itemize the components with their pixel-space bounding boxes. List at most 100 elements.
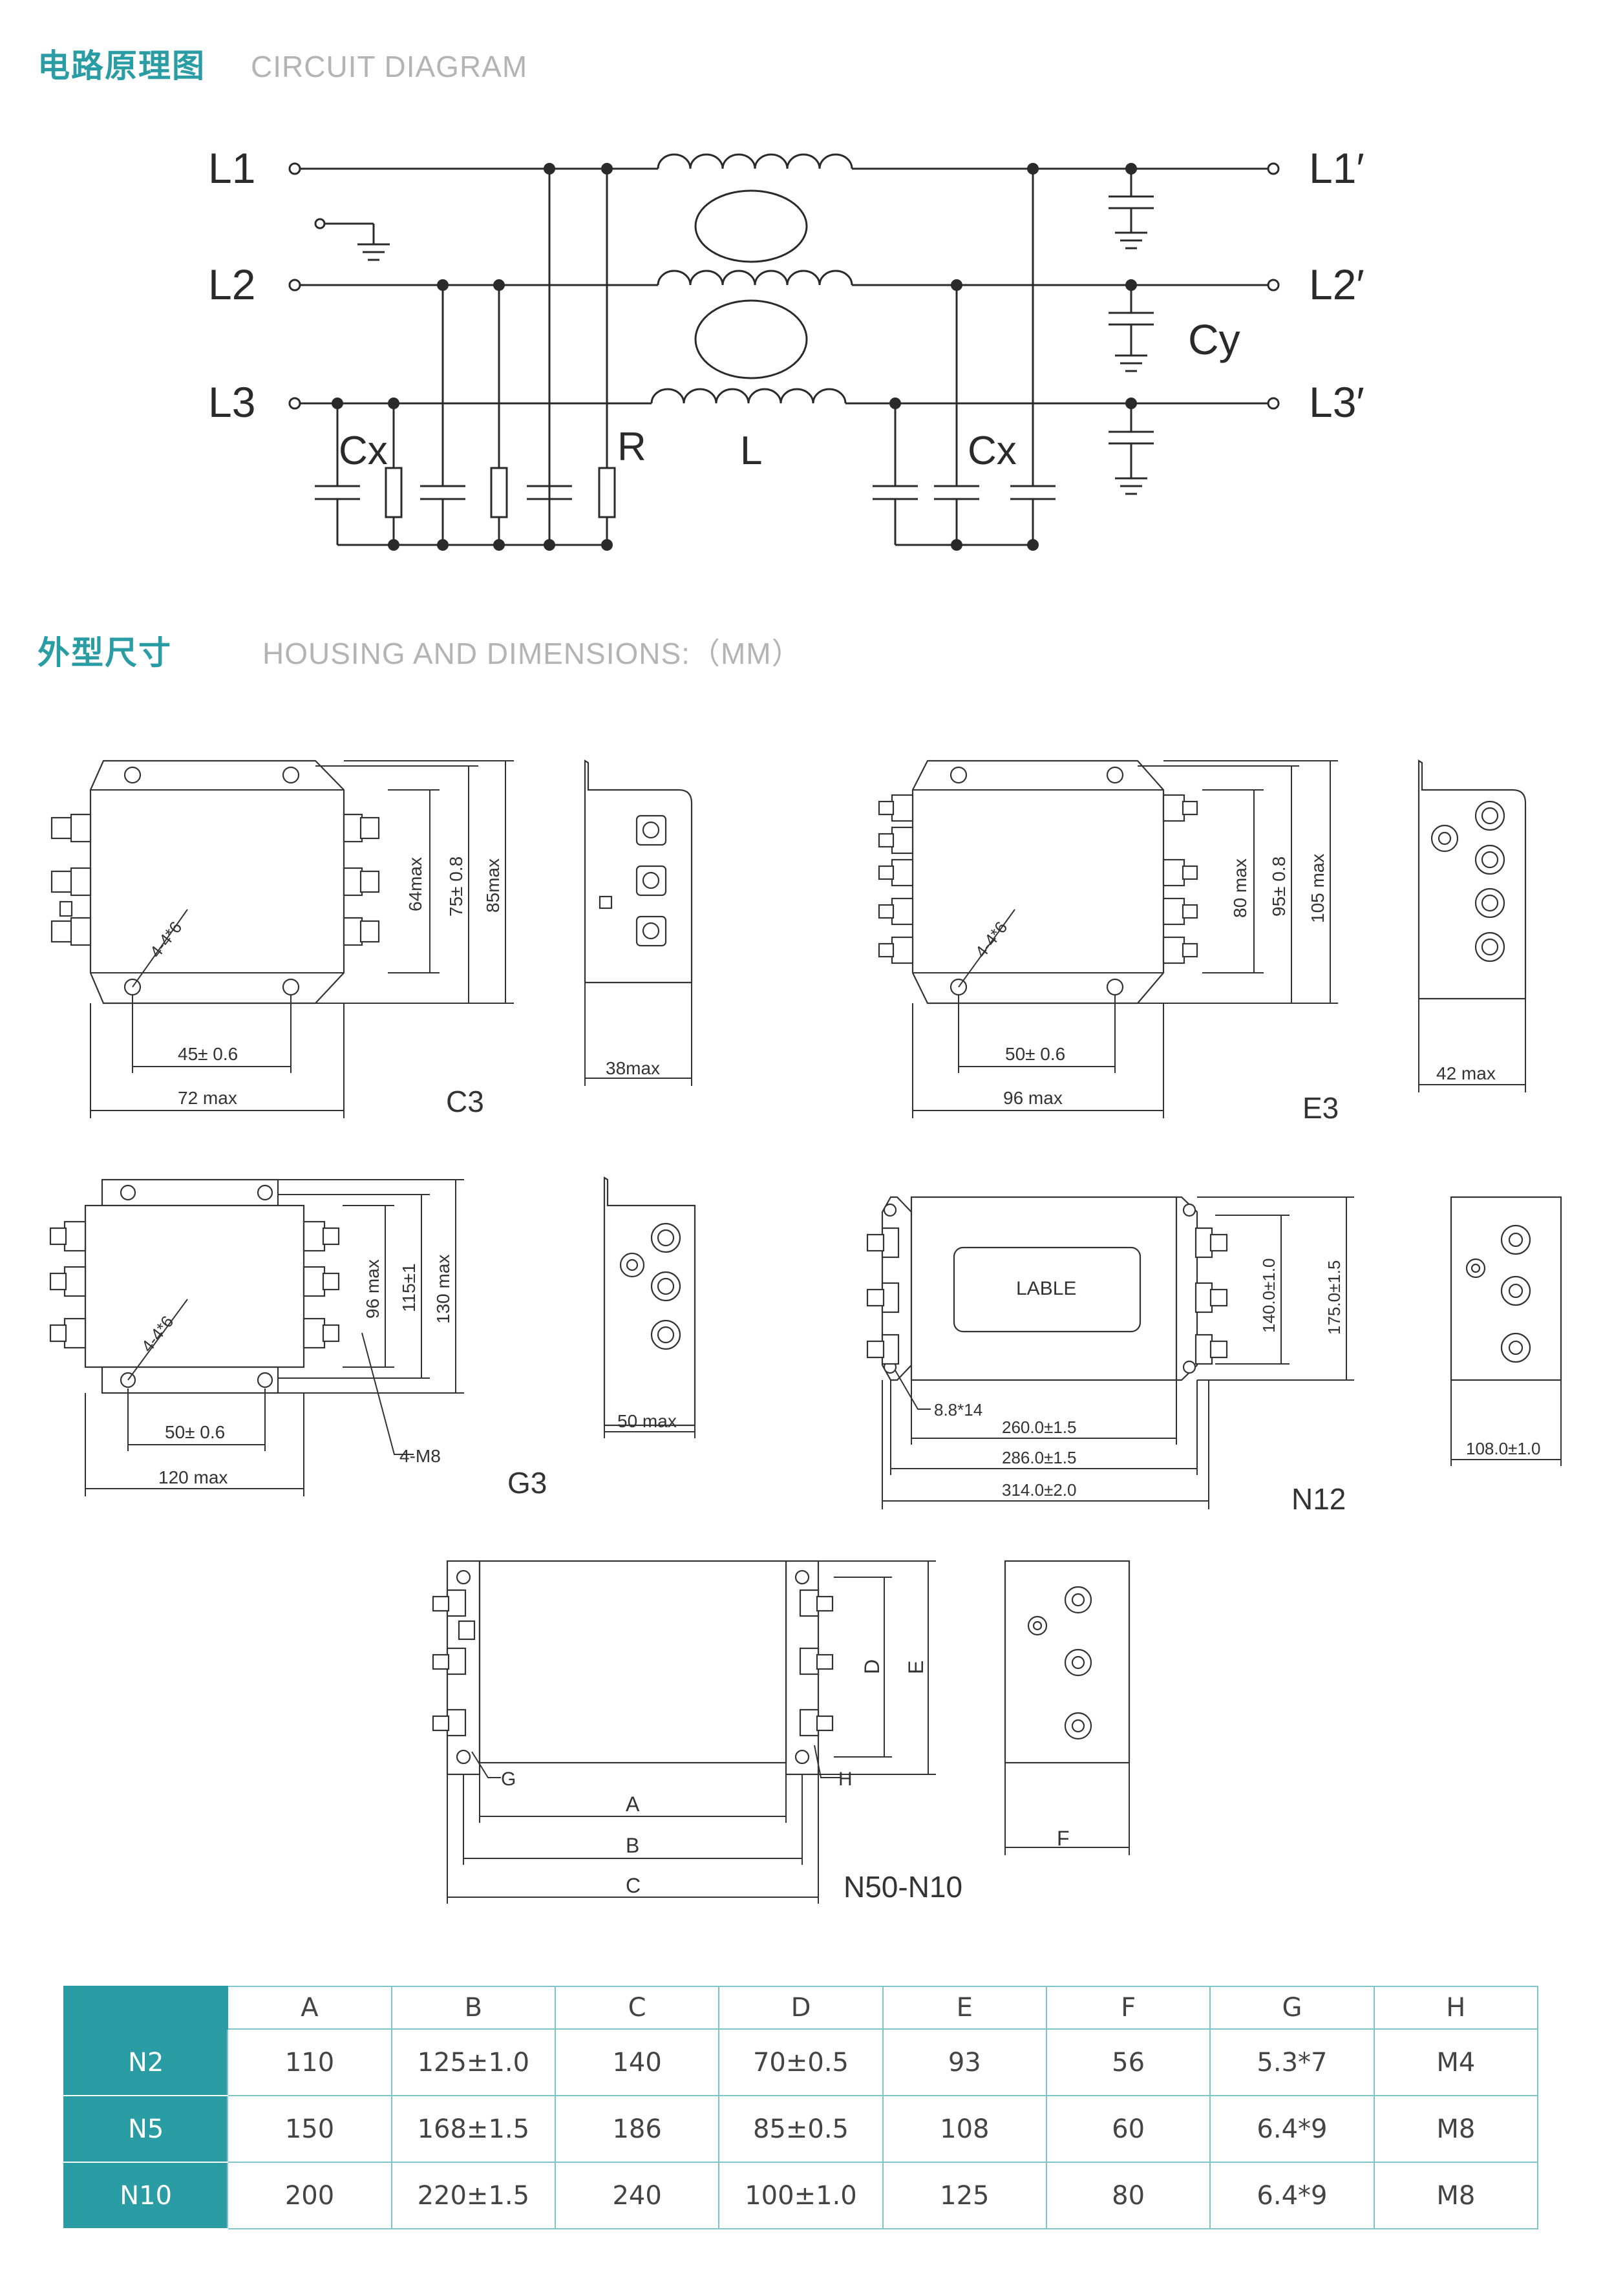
e3-model-label: E3	[1302, 1091, 1339, 1125]
n12-drawing: LABLE 8.8*14 260.0±1.5 286.0±1.5 314.0±2…	[866, 1196, 1562, 1516]
n12-d1: 260.0±1.5	[1002, 1418, 1076, 1437]
output-l3-label: L3′	[1309, 378, 1364, 426]
cx-right-label: Cx	[968, 429, 1017, 473]
column-header: E	[882, 1986, 1047, 2030]
n50-e-label: E	[904, 1661, 928, 1674]
technical-drawings: L1 L2 L3 L1′ L2′ L3′	[49, 144, 1562, 1904]
column-header: D	[718, 1986, 884, 2030]
c3-d6: 38max	[606, 1058, 660, 1078]
g3-d6: 50 max	[617, 1411, 677, 1431]
table-cell: 110	[227, 2028, 392, 2096]
table-corner-cell	[63, 1986, 229, 2030]
g3-d4: 115±1	[399, 1263, 419, 1312]
row-header-model: N5	[63, 2095, 229, 2163]
cx-left-label: Cx	[339, 429, 388, 473]
table-cell: 125	[882, 2162, 1047, 2229]
n50-drawing: G H A B C D E N50-N10 F	[432, 1560, 1131, 1904]
e3-drawing: 4-4*6 50± 0.6 96 max 80 max 95± 0.8 105 …	[878, 760, 1527, 1125]
table-cell: M8	[1373, 2095, 1539, 2163]
table-cell: 200	[227, 2162, 392, 2229]
table-cell: 140	[554, 2028, 720, 2096]
housing-title-cn: 外型尺寸	[37, 634, 172, 672]
column-header: A	[227, 1986, 392, 2030]
table-cell: 60	[1045, 2095, 1211, 2163]
n50-a-label: A	[626, 1792, 640, 1816]
n12-d2: 286.0±1.5	[1002, 1448, 1076, 1467]
circuit-title-cn: 电路原理图	[37, 47, 206, 85]
n50-h-label: H	[838, 1769, 853, 1790]
n12-model-label: N12	[1291, 1482, 1346, 1516]
table-row: N5 150 168±1.5 186 85±0.5 108 60 6.4*9 M…	[63, 2095, 1539, 2163]
table-cell: 220±1.5	[390, 2162, 556, 2229]
table-cell: 56	[1045, 2028, 1211, 2096]
g3-drawing: 4-4*6 50± 0.6 120 max 96 max 115±1 130 m…	[49, 1176, 696, 1500]
table-cell: 125±1.0	[390, 2028, 556, 2096]
column-header: C	[554, 1986, 720, 2030]
n50-f-label: F	[1057, 1827, 1070, 1850]
table-row: N2 110 125±1.0 140 70±0.5 93 56 5.3*7 M4	[63, 2028, 1539, 2096]
table-cell: 186	[554, 2095, 720, 2163]
n50-g-label: G	[501, 1769, 516, 1790]
e3-d3: 80 max	[1230, 858, 1250, 918]
circuit-diagram: L1 L2 L3 L1′ L2′ L3′	[208, 144, 1364, 551]
table-cell: 6.4*9	[1209, 2162, 1375, 2229]
housing-title-en: HOUSING AND DIMENSIONS:（MM）	[262, 637, 802, 670]
junction-dots	[332, 163, 1137, 551]
c3-d2: 72 max	[178, 1088, 237, 1108]
column-header: B	[390, 1986, 556, 2030]
table-cell: 108	[882, 2095, 1047, 2163]
table-cell: 168±1.5	[390, 2095, 556, 2163]
e3-d4: 95± 0.8	[1269, 856, 1289, 917]
g3-thread-label: 4-M8	[399, 1446, 441, 1466]
n12-d3: 314.0±2.0	[1002, 1480, 1076, 1500]
row-header-model: N10	[63, 2162, 229, 2229]
table-cell: M8	[1373, 2162, 1539, 2229]
dimension-table: A B C D E F G H N2 110 125±1.0 140 70±0.…	[63, 1986, 1539, 2229]
c3-drawing: 4-4*6 45± 0.6 72 max 64max 75± 0.8 85max…	[50, 760, 693, 1118]
circuit-title-en: CIRCUIT DIAGRAM	[251, 50, 528, 83]
row-header-model: N2	[63, 2028, 229, 2096]
table-cell: 6.4*9	[1209, 2095, 1375, 2163]
e3-d5: 105 max	[1308, 854, 1328, 923]
c3-d5: 85max	[483, 858, 503, 913]
n50-model-label: N50-N10	[844, 1870, 962, 1904]
table-cell: 80	[1045, 2162, 1211, 2229]
n50-c-label: C	[626, 1874, 641, 1897]
g3-model-label: G3	[507, 1466, 547, 1500]
table-cell: 240	[554, 2162, 720, 2229]
c3-d4: 75± 0.8	[446, 856, 466, 917]
table-header-row: A B C D E F G H	[63, 1986, 1539, 2030]
input-l3-label: L3	[208, 378, 255, 426]
table-cell: 70±0.5	[718, 2028, 884, 2096]
g3-d3: 96 max	[363, 1259, 383, 1319]
n12-d6: 108.0±1.0	[1466, 1439, 1540, 1458]
n50-b-label: B	[626, 1834, 639, 1857]
n12-hole-label: 8.8*14	[934, 1400, 982, 1419]
n12-d4: 140.0±1.0	[1259, 1259, 1279, 1333]
e3-d2: 96 max	[1003, 1088, 1063, 1108]
table-cell: 85±0.5	[718, 2095, 884, 2163]
input-l1-label: L1	[208, 144, 255, 192]
n50-d-label: D	[860, 1659, 884, 1674]
circuit-wires	[300, 153, 1268, 546]
column-header: G	[1209, 1986, 1375, 2030]
output-l1-label: L1′	[1309, 144, 1364, 192]
l-label: L	[740, 429, 762, 473]
g3-d2: 120 max	[158, 1467, 228, 1487]
output-l2-label: L2′	[1309, 260, 1364, 308]
r-label: R	[617, 425, 646, 469]
c3-d1: 45± 0.6	[178, 1044, 238, 1064]
c3-model-label: C3	[446, 1085, 484, 1118]
cy-label: Cy	[1188, 315, 1240, 363]
input-l2-label: L2	[208, 260, 255, 308]
e3-d6: 42 max	[1436, 1063, 1496, 1083]
table-cell: 100±1.0	[718, 2162, 884, 2229]
g3-d1: 50± 0.6	[165, 1422, 225, 1442]
e3-d1: 50± 0.6	[1005, 1044, 1065, 1064]
table-cell: 150	[227, 2095, 392, 2163]
resistors	[385, 467, 616, 518]
column-header: H	[1373, 1986, 1539, 2030]
table-cell: M4	[1373, 2028, 1539, 2096]
table-cell: 93	[882, 2028, 1047, 2096]
table-cell: 5.3*7	[1209, 2028, 1375, 2096]
